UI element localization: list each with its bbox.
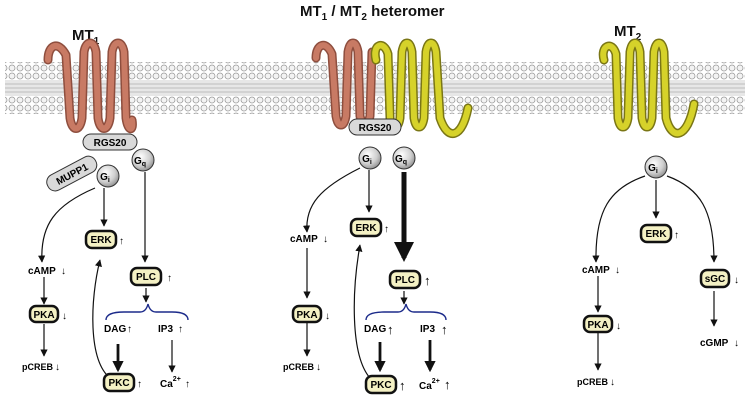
mt2-pcreb-label: pCREB bbox=[577, 377, 608, 387]
heteromer-pcreb-label: pCREB bbox=[283, 362, 314, 372]
mt1-receptor-fill bbox=[45, 40, 136, 132]
mt2-erk-up: ↑ bbox=[674, 230, 679, 241]
mt1-pathway-arrows bbox=[38, 172, 176, 379]
mt2-sgc-down: ↓ bbox=[734, 275, 739, 286]
mt1-pkc-up: ↑ bbox=[137, 379, 142, 390]
mt2-sgc-label: sGC bbox=[705, 274, 726, 285]
mt1-dag-label: DAG bbox=[104, 324, 126, 335]
mt1-plc-label: PLC bbox=[136, 272, 156, 283]
mt2-pka-label: PKA bbox=[587, 320, 608, 331]
mt1-pcreb-down: ↓ bbox=[55, 362, 60, 373]
mt1-rgs20-label: RGS20 bbox=[94, 138, 127, 149]
heteromer-pka-down: ↓ bbox=[325, 311, 330, 322]
mt2-cgmp-down: ↓ bbox=[734, 338, 739, 349]
mt1-pka-box bbox=[28, 304, 60, 324]
heteromer-pcreb-down: ↓ bbox=[316, 362, 321, 373]
heteromer-dag-up: ↑ bbox=[387, 322, 394, 337]
mt1-ip3-up: ↑ bbox=[178, 324, 183, 335]
mt1-pka-down: ↓ bbox=[62, 311, 67, 322]
heteromer-erk-label: ERK bbox=[355, 223, 377, 234]
mt2-gi-protein bbox=[644, 155, 668, 179]
heteromer-rgs20-badge bbox=[348, 118, 402, 136]
mt1-gq-label: Gq bbox=[134, 156, 146, 168]
mt1-pka-label: PKA bbox=[33, 310, 54, 321]
heteromer-erk-box bbox=[349, 217, 383, 238]
mt1-camp-down: ↓ bbox=[61, 266, 66, 277]
mt1-ca-label: Ca2+ bbox=[160, 376, 181, 390]
heteromer-pkc-box bbox=[364, 374, 398, 395]
heteromer-dag-label: DAG bbox=[364, 324, 386, 335]
heteromer-rgs20-label: RGS20 bbox=[359, 123, 392, 134]
mt2-sgc-box bbox=[699, 268, 731, 289]
mt1-pkc-label: PKC bbox=[108, 378, 129, 389]
mt2-pka-down: ↓ bbox=[616, 321, 621, 332]
mt1-gq-protein bbox=[131, 148, 155, 172]
heteromer-camp-label: cAMP bbox=[290, 234, 318, 245]
mt1-erk-box bbox=[84, 229, 118, 250]
heteromer-title: MT1 / MT2 heteromer bbox=[300, 3, 445, 23]
mt1-mupp1-badge bbox=[46, 155, 98, 192]
mt1-gi-label: Gi bbox=[100, 172, 110, 184]
heteromer-pkc-label: PKC bbox=[370, 380, 391, 391]
heteromer-erk-up: ↑ bbox=[384, 224, 389, 235]
heteromer-ip3-label: IP3 bbox=[420, 324, 435, 335]
mt2-erk-label: ERK bbox=[645, 229, 667, 240]
heteromer-ca-up: ↑ bbox=[444, 377, 451, 392]
heteromer-pkc-up: ↑ bbox=[399, 378, 406, 393]
heteromer-gi-label: Gi bbox=[362, 154, 372, 166]
heteromer-pka-label: PKA bbox=[296, 310, 317, 321]
mt1-camp-label: cAMP bbox=[28, 266, 56, 277]
mt1-ca-up: ↑ bbox=[185, 379, 190, 390]
heteromer-camp-down: ↓ bbox=[323, 234, 328, 245]
mt1-rgs20-badge bbox=[82, 133, 138, 151]
mt1-dag-up: ↑ bbox=[127, 324, 132, 335]
mt2-pka-box bbox=[582, 314, 614, 334]
heteromer-plc-box bbox=[388, 269, 422, 290]
heteromer-gi-protein bbox=[358, 146, 382, 170]
mt2-cgmp-label: cGMP bbox=[700, 338, 729, 349]
heteromer-gq-label: Gq bbox=[395, 154, 407, 166]
mt2-receptor bbox=[598, 38, 699, 138]
mt2-pathway-arrows bbox=[592, 175, 718, 371]
panel-mt1: MT1 RGS20 MUPP1 Gi Gq bbox=[22, 27, 190, 393]
mt1-ip3-label: IP3 bbox=[158, 324, 173, 335]
panel-mt2: MT2 Gi ERK ↑ cAMP ↓ PKA ↓ pCREB ↓ sGC ↓ … bbox=[577, 23, 739, 388]
mt1-plc-box bbox=[129, 266, 163, 287]
mt2-title: MT2 bbox=[614, 23, 642, 43]
mt2-gi-label: Gi bbox=[648, 163, 658, 175]
mt2-camp-label: cAMP bbox=[582, 265, 610, 276]
heteromer-plc-up: ↑ bbox=[424, 273, 431, 288]
heteromer-ca-label: Ca2+ bbox=[419, 378, 440, 392]
heteromer-plc-label: PLC bbox=[395, 275, 415, 286]
mt2-camp-down: ↓ bbox=[615, 265, 620, 276]
mt1-pcreb-label: pCREB bbox=[22, 362, 53, 372]
panel-heteromer: MT1 / MT2 heteromer RGS20 Gi Gq bbox=[283, 3, 473, 395]
mt2-erk-box bbox=[639, 223, 673, 244]
heteromer-pka-box bbox=[291, 304, 323, 324]
heteromer-mt2-receptor bbox=[370, 38, 473, 138]
heteromer-ip3-up: ↑ bbox=[441, 322, 448, 337]
heteromer-plc-brace bbox=[365, 303, 447, 321]
mt1-gi-protein bbox=[96, 164, 120, 188]
mt1-plc-up: ↑ bbox=[167, 273, 172, 284]
mt1-erk-up: ↑ bbox=[119, 236, 124, 247]
mt1-pkc-box bbox=[102, 372, 136, 393]
mt2-pcreb-down: ↓ bbox=[610, 377, 615, 388]
heteromer-pathway-arrows bbox=[302, 167, 408, 379]
mt1-plc-brace bbox=[105, 303, 189, 321]
mt1-erk-label: ERK bbox=[90, 235, 112, 246]
heteromer-gq-protein bbox=[392, 146, 416, 170]
